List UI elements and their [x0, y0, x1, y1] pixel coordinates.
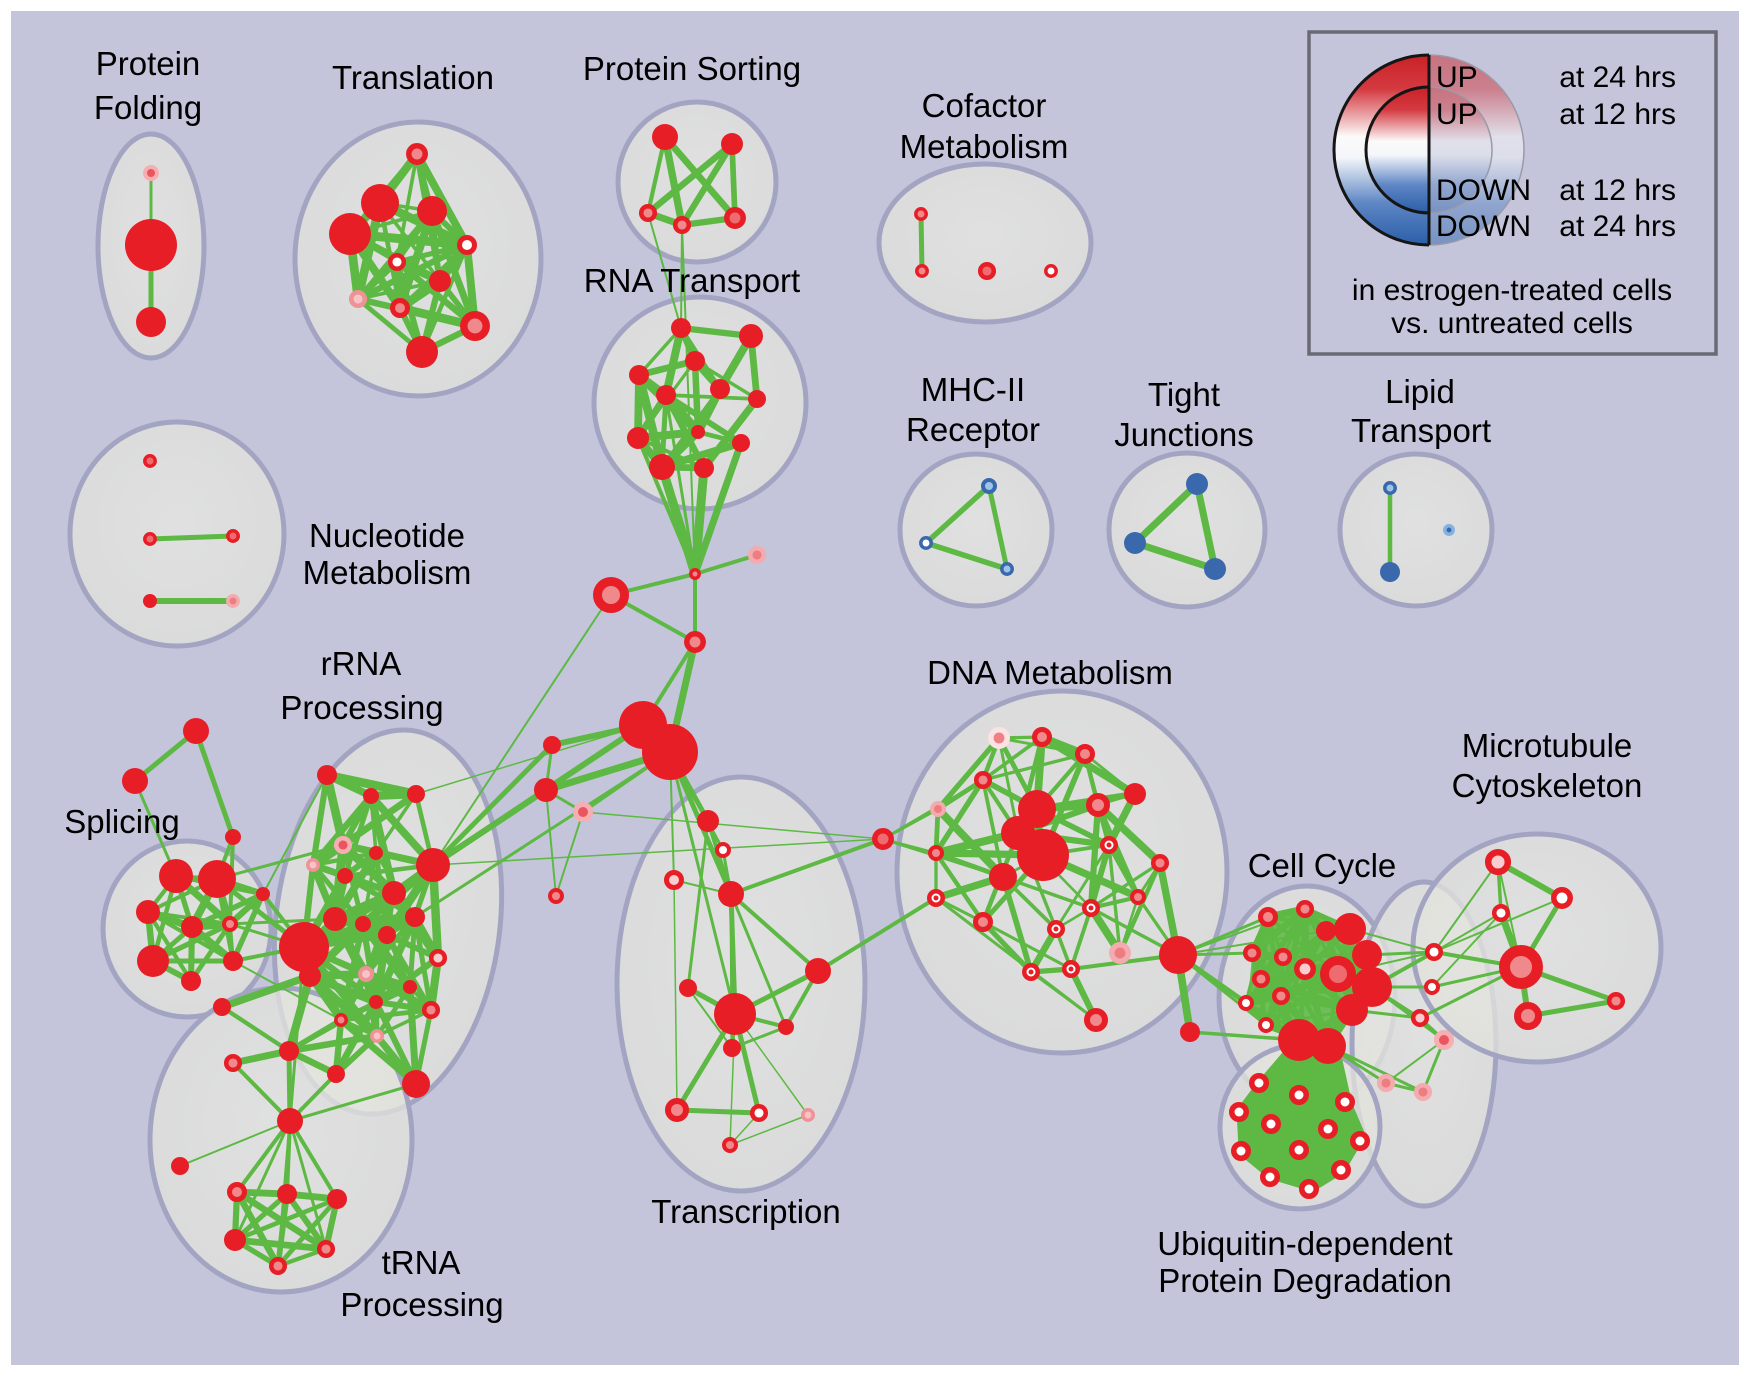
- svg-text:Junctions: Junctions: [1114, 416, 1253, 453]
- svg-text:Protein Degradation: Protein Degradation: [1158, 1262, 1452, 1299]
- svg-text:UP: UP: [1436, 98, 1478, 131]
- svg-text:Metabolism: Metabolism: [303, 554, 472, 591]
- svg-text:Folding: Folding: [94, 89, 202, 126]
- svg-text:Transcription: Transcription: [651, 1193, 841, 1230]
- svg-text:at 24 hrs: at 24 hrs: [1559, 61, 1676, 94]
- svg-text:DOWN: DOWN: [1436, 174, 1531, 207]
- svg-text:Cytoskeleton: Cytoskeleton: [1452, 767, 1643, 804]
- svg-text:Translation: Translation: [332, 59, 494, 96]
- svg-text:at 12 hrs: at 12 hrs: [1559, 98, 1676, 131]
- svg-text:Metabolism: Metabolism: [900, 128, 1069, 165]
- svg-text:Processing: Processing: [280, 689, 443, 726]
- svg-text:Transport: Transport: [1351, 412, 1491, 449]
- svg-text:at 24 hrs: at 24 hrs: [1559, 210, 1676, 243]
- svg-text:Ubiquitin-dependent: Ubiquitin-dependent: [1157, 1225, 1452, 1262]
- svg-text:Protein: Protein: [96, 45, 201, 82]
- svg-text:Protein Sorting: Protein Sorting: [583, 50, 801, 87]
- svg-text:Receptor: Receptor: [906, 411, 1040, 448]
- svg-text:in estrogen-treated cells: in estrogen-treated cells: [1352, 274, 1672, 307]
- svg-text:tRNA: tRNA: [382, 1244, 461, 1281]
- svg-text:Cell Cycle: Cell Cycle: [1248, 847, 1397, 884]
- svg-text:DNA Metabolism: DNA Metabolism: [927, 654, 1173, 691]
- svg-text:DOWN: DOWN: [1436, 210, 1531, 243]
- svg-text:rRNA: rRNA: [321, 645, 402, 682]
- svg-text:Cofactor: Cofactor: [922, 87, 1047, 124]
- svg-text:Lipid: Lipid: [1385, 373, 1455, 410]
- svg-text:Processing: Processing: [340, 1286, 503, 1323]
- svg-text:RNA Transport: RNA Transport: [584, 262, 800, 299]
- svg-text:Microtubule: Microtubule: [1462, 727, 1633, 764]
- svg-text:Tight: Tight: [1148, 376, 1220, 413]
- svg-text:Nucleotide: Nucleotide: [309, 517, 465, 554]
- svg-text:UP: UP: [1436, 61, 1478, 94]
- svg-text:at 12 hrs: at 12 hrs: [1559, 174, 1676, 207]
- svg-text:MHC-II: MHC-II: [921, 371, 1025, 408]
- svg-text:vs. untreated cells: vs. untreated cells: [1391, 307, 1633, 340]
- svg-text:Splicing: Splicing: [64, 803, 180, 840]
